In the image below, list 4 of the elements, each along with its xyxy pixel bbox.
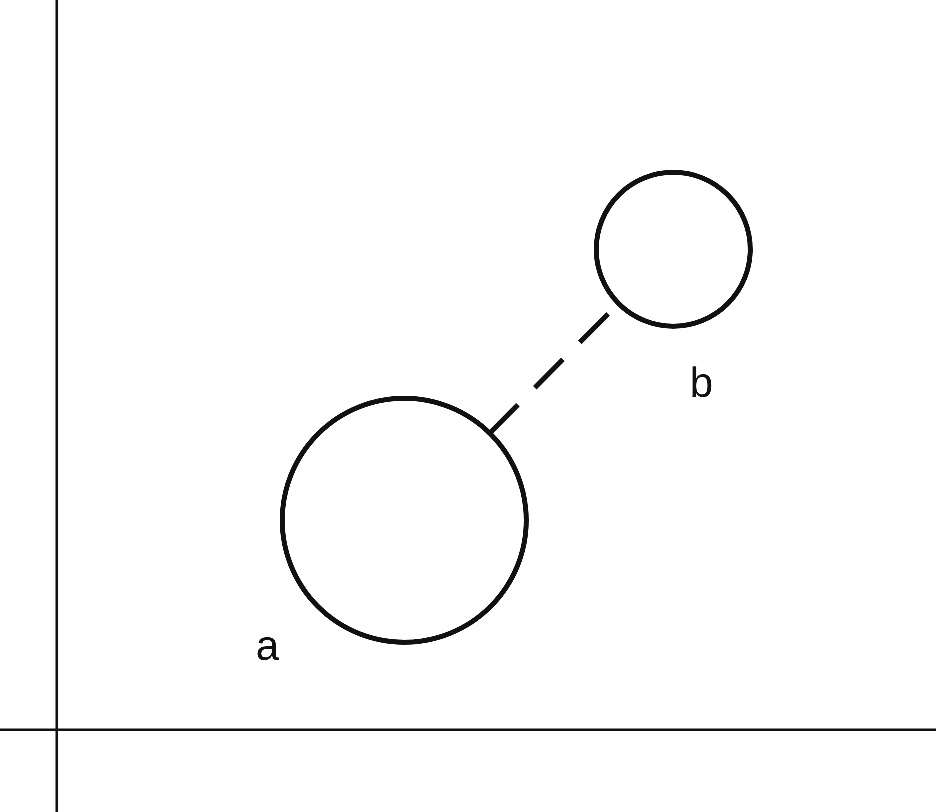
circle (280, 396, 528, 644)
point-label: b (690, 362, 714, 404)
circle (594, 170, 752, 328)
point-label: a (256, 625, 280, 667)
